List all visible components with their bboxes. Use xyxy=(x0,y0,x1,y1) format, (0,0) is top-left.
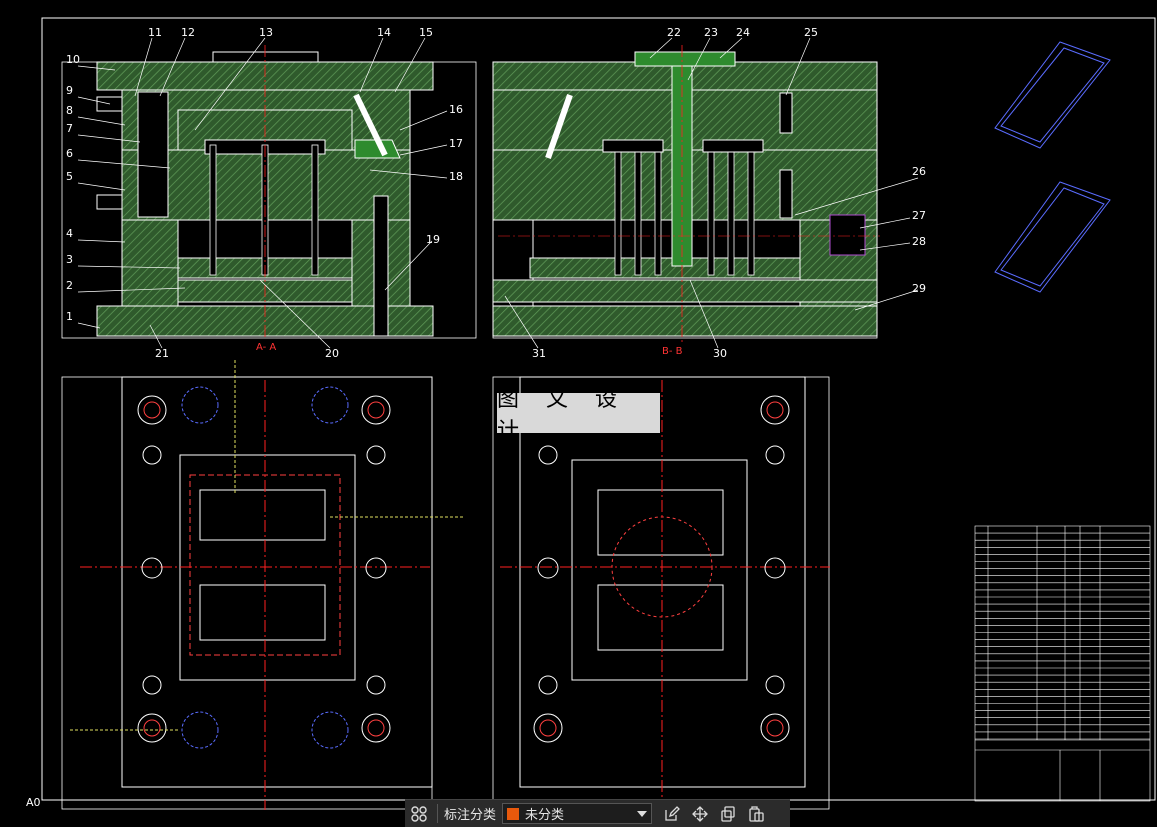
right-view-leaders xyxy=(504,37,919,349)
category-color-swatch xyxy=(507,807,520,820)
chevron-down-icon xyxy=(637,810,648,817)
callout: 20 xyxy=(325,347,339,360)
copy-icon[interactable] xyxy=(714,800,742,827)
callout: 4 xyxy=(66,227,73,240)
callout: 19 xyxy=(426,233,440,246)
callout: 16 xyxy=(449,103,463,116)
callout: 8 xyxy=(66,104,73,117)
section-label-aa: A- A xyxy=(256,342,276,353)
category-label: 标注分类 xyxy=(444,807,497,822)
callout-numbers: 10 9 8 7 6 5 4 3 2 1 11 12 13 14 15 16 1… xyxy=(66,26,926,360)
callout: 3 xyxy=(66,253,73,266)
callout: 18 xyxy=(449,170,463,183)
move-icon[interactable] xyxy=(686,800,714,827)
callout: 10 xyxy=(66,53,80,66)
callout: 23 xyxy=(704,26,718,39)
annotation-toolbar: 标注分类 未分类 xyxy=(405,799,790,827)
section-label-bb: B- B xyxy=(662,346,683,357)
callout: 24 xyxy=(736,26,750,39)
right-section-view xyxy=(492,45,880,345)
left-plan-view: A- A xyxy=(61,342,465,810)
left-view-leaders xyxy=(77,37,448,349)
paste-icon[interactable] xyxy=(742,800,770,827)
edit-icon[interactable] xyxy=(658,800,686,827)
callout: 14 xyxy=(377,26,391,39)
callout: 1 xyxy=(66,310,73,323)
watermark: 图 文 设 计 xyxy=(497,387,660,444)
product-3d-views xyxy=(994,41,1111,293)
category-dropdown[interactable]: 未分类 xyxy=(502,803,653,824)
callout: 26 xyxy=(912,165,926,178)
left-section-view xyxy=(61,45,477,340)
callout: 25 xyxy=(804,26,818,39)
callout: 2 xyxy=(66,279,73,292)
callout: 21 xyxy=(155,347,169,360)
callout: 31 xyxy=(532,347,546,360)
callout: 7 xyxy=(66,122,73,135)
sheet-size-label: A0 xyxy=(26,796,41,809)
toolbar-divider xyxy=(437,804,438,823)
callout: 17 xyxy=(449,137,463,150)
callout: 12 xyxy=(181,26,195,39)
callout: 11 xyxy=(148,26,162,39)
grid-icon[interactable] xyxy=(405,800,433,827)
callout: 28 xyxy=(912,235,926,248)
callout: 15 xyxy=(419,26,433,39)
category-value: 未分类 xyxy=(525,807,565,822)
bill-of-materials xyxy=(974,525,1151,802)
callout: 30 xyxy=(713,347,727,360)
callout: 29 xyxy=(912,282,926,295)
callout: 5 xyxy=(66,170,73,183)
callout: 27 xyxy=(912,209,926,222)
callout: 13 xyxy=(259,26,273,39)
callout: 9 xyxy=(66,84,73,97)
callout: 6 xyxy=(66,147,73,160)
callout: 22 xyxy=(667,26,681,39)
